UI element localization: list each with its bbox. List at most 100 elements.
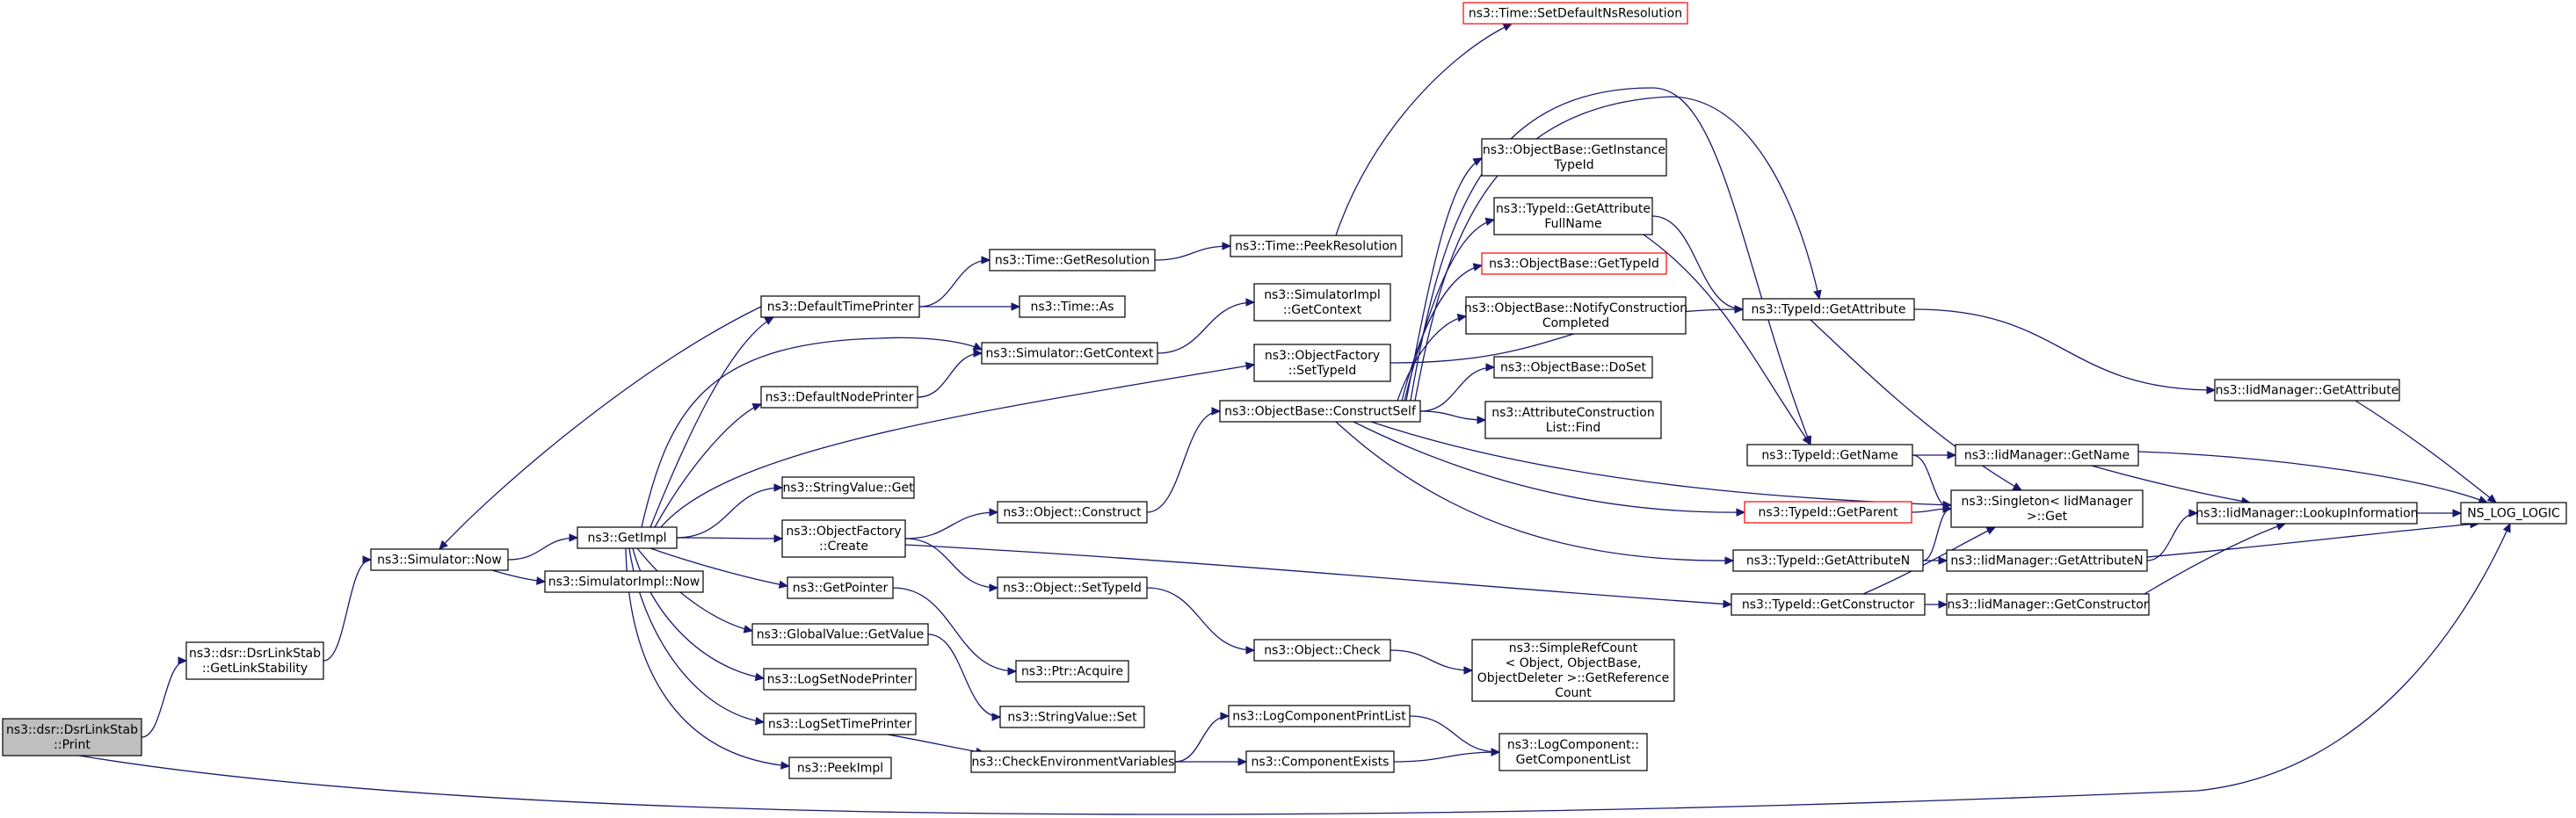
node-box [544,570,704,593]
node-iidgetname[interactable]: ns3::IidManager::GetName [1955,444,2139,467]
node-box [1245,750,1395,773]
node-label: NS_LOG_LOGIC [2467,507,2560,521]
node-label: ns3::Object::SetTypeId [1003,582,1142,596]
node-typeidgetattr[interactable]: ns3::TypeId::GetAttribute [1742,298,1915,321]
edge-iidgetname-to-nslog [2137,451,2489,504]
node-checkenv[interactable]: ns3::CheckEnvironmentVariables [970,750,1176,773]
node-simimplgetctx[interactable]: ns3::SimulatorImpl::GetContext [1253,283,1391,322]
edge-typeidgetattrn-to-singletonget [1922,504,1953,561]
node-box [1253,639,1391,662]
node-box [751,623,929,646]
node-label: GetComponentList [1516,753,1631,767]
node-simnow[interactable]: ns3::Simulator::Now [370,548,509,571]
node-objcheck[interactable]: ns3::Object::Check [1253,639,1391,662]
edge-timepeekres-to-timesetdefault [1335,23,1513,236]
node-objfactorycreate[interactable]: ns3::ObjectFactory::Create [781,519,906,558]
node-iidgetconstructor[interactable]: ns3::IidManager::GetConstructor [1946,593,2150,616]
edge-objfactorycreate-to-typeidgetconstructor [904,544,1733,609]
edge-getimpl-to-objfactorycreate [676,534,784,543]
node-box [1493,356,1653,379]
node-box [1471,639,1675,702]
node-label: ns3::Time::As [1030,300,1114,315]
node-getimpl[interactable]: ns3::GetImpl [577,526,678,549]
node-timesetdefault[interactable]: ns3::Time::SetDefaultNsResolution [1462,2,1688,25]
node-label: ns3::dsr::DsrLinkStab [189,647,321,661]
node-defaulttimeprinter[interactable]: ns3::DefaultTimePrinter [760,295,920,318]
node-iidlookup[interactable]: ns3::IidManager::LookupInformation [2195,502,2419,525]
edge-getimpl-to-defaulttimeprinter [649,316,775,528]
node-label: ns3::GetImpl [587,532,666,546]
node-label: ns3::Object::Check [1264,644,1381,658]
node-label: FullName [1544,217,1601,231]
node-box [760,295,920,318]
node-label: ns3::Simulator::GetContext [985,347,1154,361]
edge-getpointer-to-ptracquire [892,587,1018,676]
node-getpointer[interactable]: ns3::GetPointer [787,576,894,599]
node-simplerefcount[interactable]: ns3::SimpleRefCount< Object, ObjectBase,… [1471,639,1675,702]
node-iidgetattr[interactable]: ns3::IidManager::GetAttribute [2214,379,2400,402]
node-objbasedoset[interactable]: ns3::ObjectBase::DoSet [1493,356,1653,379]
node-logcompgetlist[interactable]: ns3::LogComponent::GetComponentList [1498,733,1648,771]
node-label: ns3::ObjectBase::GetInstance [1483,143,1665,157]
node-globalvalueget[interactable]: ns3::GlobalValue::GetValue [751,623,929,646]
node-timeas[interactable]: ns3::Time::As [1019,295,1126,318]
node-objbaseconstructself[interactable]: ns3::ObjectBase::ConstructSelf [1219,400,1421,423]
node-box [788,756,892,779]
node-objconstruct[interactable]: ns3::Object::Construct [997,501,1148,524]
edge-objcheck-to-simplerefcount [1390,649,1474,675]
node-typeidgetname[interactable]: ns3::TypeId::GetName [1746,444,1913,467]
node-singletonget[interactable]: ns3::Singleton< IidManager>::Get [1950,489,2144,528]
node-typeidgetattrn[interactable]: ns3::TypeId::GetAttributeN [1732,549,1924,572]
node-box [1955,444,2139,467]
node-label: ns3::TypeId::GetAttributeN [1746,554,1910,568]
node-box [2196,502,2418,525]
node-typeidgetconstructor[interactable]: ns3::TypeId::GetConstructor [1731,593,1926,616]
edge-iidgetattrn-to-nslog [2146,519,2480,558]
node-label: ::Create [819,539,868,554]
node-simimplnow[interactable]: ns3::SimulatorImpl::Now [544,570,704,593]
edge-getlinkstab-to-simnow [323,555,373,662]
node-objsettypeid[interactable]: ns3::Object::SetTypeId [997,576,1148,599]
node-label: ns3::PeekImpl [797,762,883,776]
node-getlinkstab[interactable]: ns3::dsr::DsrLinkStab::GetLinkStability [185,641,324,680]
node-stringvalueset[interactable]: ns3::StringValue::Set [999,706,1145,728]
node-label: ns3::IidManager::GetAttribute [2216,384,2399,398]
edge-defaulttimeprinter-to-timeas [919,302,1021,311]
node-peekimpl[interactable]: ns3::PeekImpl [788,756,892,779]
node-label: ns3::Singleton< IidManager [1962,495,2133,509]
node-box [1498,733,1648,771]
node-print[interactable]: ns3::dsr::DsrLinkStab::Print [2,718,142,756]
node-logsettimeprinter[interactable]: ns3::LogSetTimePrinter [763,713,917,735]
node-objfactorysettypeid[interactable]: ns3::ObjectFactory::SetTypeId [1253,344,1391,382]
node-box [787,576,894,599]
node-nslog[interactable]: NS_LOG_LOGIC [2460,502,2567,525]
node-timepeekres[interactable]: ns3::Time::PeekResolution [1230,235,1403,257]
node-label: ns3::IidManager::GetName [1964,449,2130,463]
edge-simnow-to-simimplnow [491,569,547,585]
node-simgetcontext[interactable]: ns3::Simulator::GetContext [981,342,1158,365]
node-ptracquire[interactable]: ns3::Ptr::Acquire [1015,660,1129,683]
node-label: ns3::IidManager::GetConstructor [1947,598,2148,612]
edge-getimpl-to-simgetcontext [641,337,983,528]
edge-compexists-to-logcompgetlist [1393,748,1501,763]
node-compexists[interactable]: ns3::ComponentExists [1245,750,1395,773]
node-defaultnodeprinter[interactable]: ns3::DefaultNodePrinter [760,386,918,409]
node-label: < Object, ObjectBase, [1506,656,1642,670]
edge-typeidgetattrfullname-to-typeidgetname [1643,234,1811,446]
node-box [1493,197,1653,235]
node-label: ns3::LogComponentPrintList [1232,710,1406,724]
node-stringvalueget[interactable]: ns3::StringValue::Get [781,476,915,499]
node-label: ns3::StringValue::Set [1007,711,1137,725]
node-objbasegettypeid[interactable]: ns3::ObjectBase::GetTypeId [1481,252,1667,275]
node-timegetres[interactable]: ns3::Time::GetResolution [989,249,1156,271]
node-box [1732,549,1924,572]
node-typeidgetparent[interactable]: ns3::TypeId::GetParent [1744,501,1912,524]
node-iidgetattrn[interactable]: ns3::IidManager::GetAttributeN [1946,549,2148,572]
node-logcompprintlist[interactable]: ns3::LogComponentPrintList [1228,705,1411,728]
node-objbasenotify[interactable]: ns3::ObjectBase::NotifyConstructionCompl… [1464,296,1687,335]
node-box [781,519,906,558]
node-logsetnodeprinter[interactable]: ns3::LogSetNodePrinter [763,668,917,691]
